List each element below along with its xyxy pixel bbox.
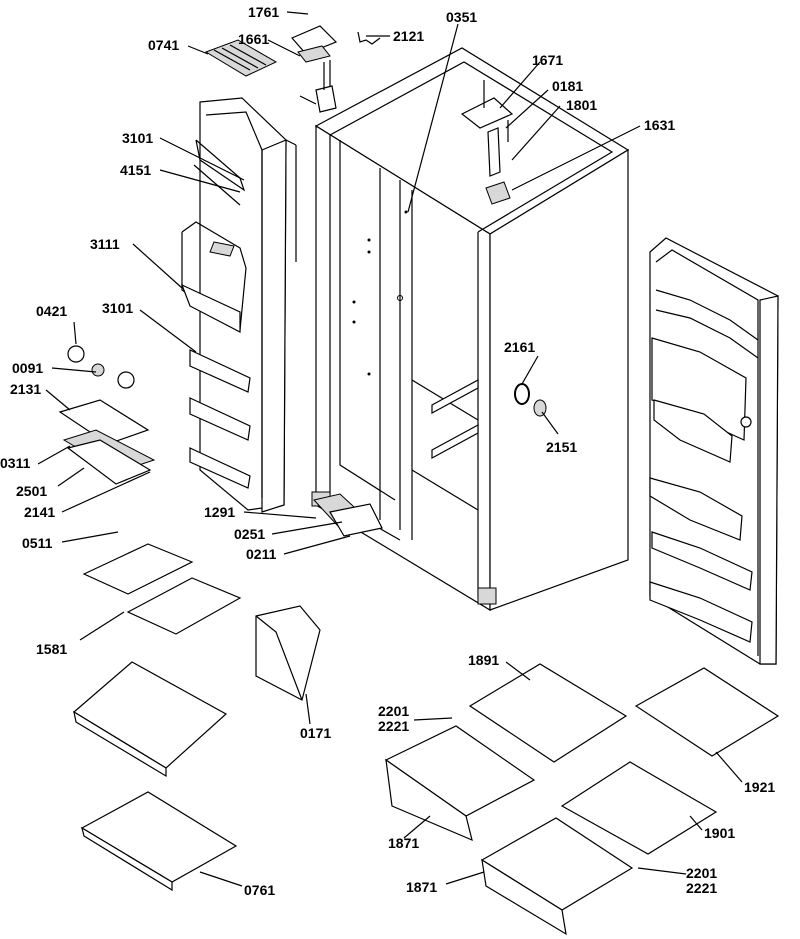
label-2221-upper: 2221 bbox=[378, 718, 409, 734]
label-0251: 0251 bbox=[234, 526, 265, 542]
label-0211: 0211 bbox=[246, 546, 277, 562]
label-2121: 2121 bbox=[393, 28, 424, 44]
label-1671: 1671 bbox=[532, 52, 563, 68]
damper-assembly bbox=[313, 493, 383, 537]
label-4151: 4151 bbox=[120, 162, 151, 178]
label-0181: 0181 bbox=[552, 78, 583, 94]
label-0351: 0351 bbox=[446, 9, 477, 25]
label-2161: 2161 bbox=[504, 339, 535, 355]
label-1661: 1661 bbox=[238, 31, 269, 47]
label-1291: 1291 bbox=[204, 504, 235, 520]
freezer-shelves bbox=[72, 543, 242, 892]
bin-0171 bbox=[255, 605, 321, 701]
label-0421: 0421 bbox=[36, 303, 67, 319]
label-0511: 0511 bbox=[22, 535, 53, 551]
crisper-assembly bbox=[384, 663, 780, 936]
label-2141: 2141 bbox=[24, 504, 55, 520]
grille-0741 bbox=[204, 39, 278, 77]
label-3111: 3111 bbox=[90, 236, 120, 252]
right-hinge-assembly bbox=[460, 80, 514, 205]
label-1581: 1581 bbox=[36, 641, 67, 657]
label-1761: 1761 bbox=[248, 4, 279, 20]
label-1901: 1901 bbox=[704, 825, 735, 841]
cabinet bbox=[311, 47, 630, 612]
label-1631: 1631 bbox=[644, 117, 675, 133]
label-1871-upper: 1871 bbox=[388, 835, 419, 851]
label-1801: 1801 bbox=[566, 97, 597, 113]
label-3101-top: 3101 bbox=[122, 130, 153, 146]
label-2151: 2151 bbox=[546, 439, 577, 455]
label-2201-upper: 2201 bbox=[378, 703, 409, 719]
label-2131: 2131 bbox=[10, 381, 41, 397]
label-0171: 0171 bbox=[300, 725, 331, 741]
label-3101-mid: 3101 bbox=[102, 300, 133, 316]
label-1921: 1921 bbox=[744, 779, 775, 795]
part-labels: 1761 1661 0741 2121 0351 1671 0181 1801 … bbox=[0, 4, 775, 898]
label-0091: 0091 bbox=[12, 360, 43, 376]
freezer-door bbox=[180, 97, 297, 513]
dispenser-parts bbox=[58, 345, 156, 485]
left-hinge-assembly bbox=[291, 25, 381, 113]
label-0741: 0741 bbox=[148, 37, 179, 53]
label-2201-lower: 2201 bbox=[686, 865, 717, 881]
fresh-food-door bbox=[649, 237, 779, 665]
label-1871-lower: 1871 bbox=[406, 879, 437, 895]
label-0311: 0311 bbox=[0, 455, 31, 471]
leader-lines bbox=[37, 11, 743, 887]
label-2221-lower: 2221 bbox=[686, 880, 717, 896]
label-0761: 0761 bbox=[244, 882, 275, 898]
label-2501: 2501 bbox=[16, 483, 47, 499]
label-1891: 1891 bbox=[468, 652, 499, 668]
